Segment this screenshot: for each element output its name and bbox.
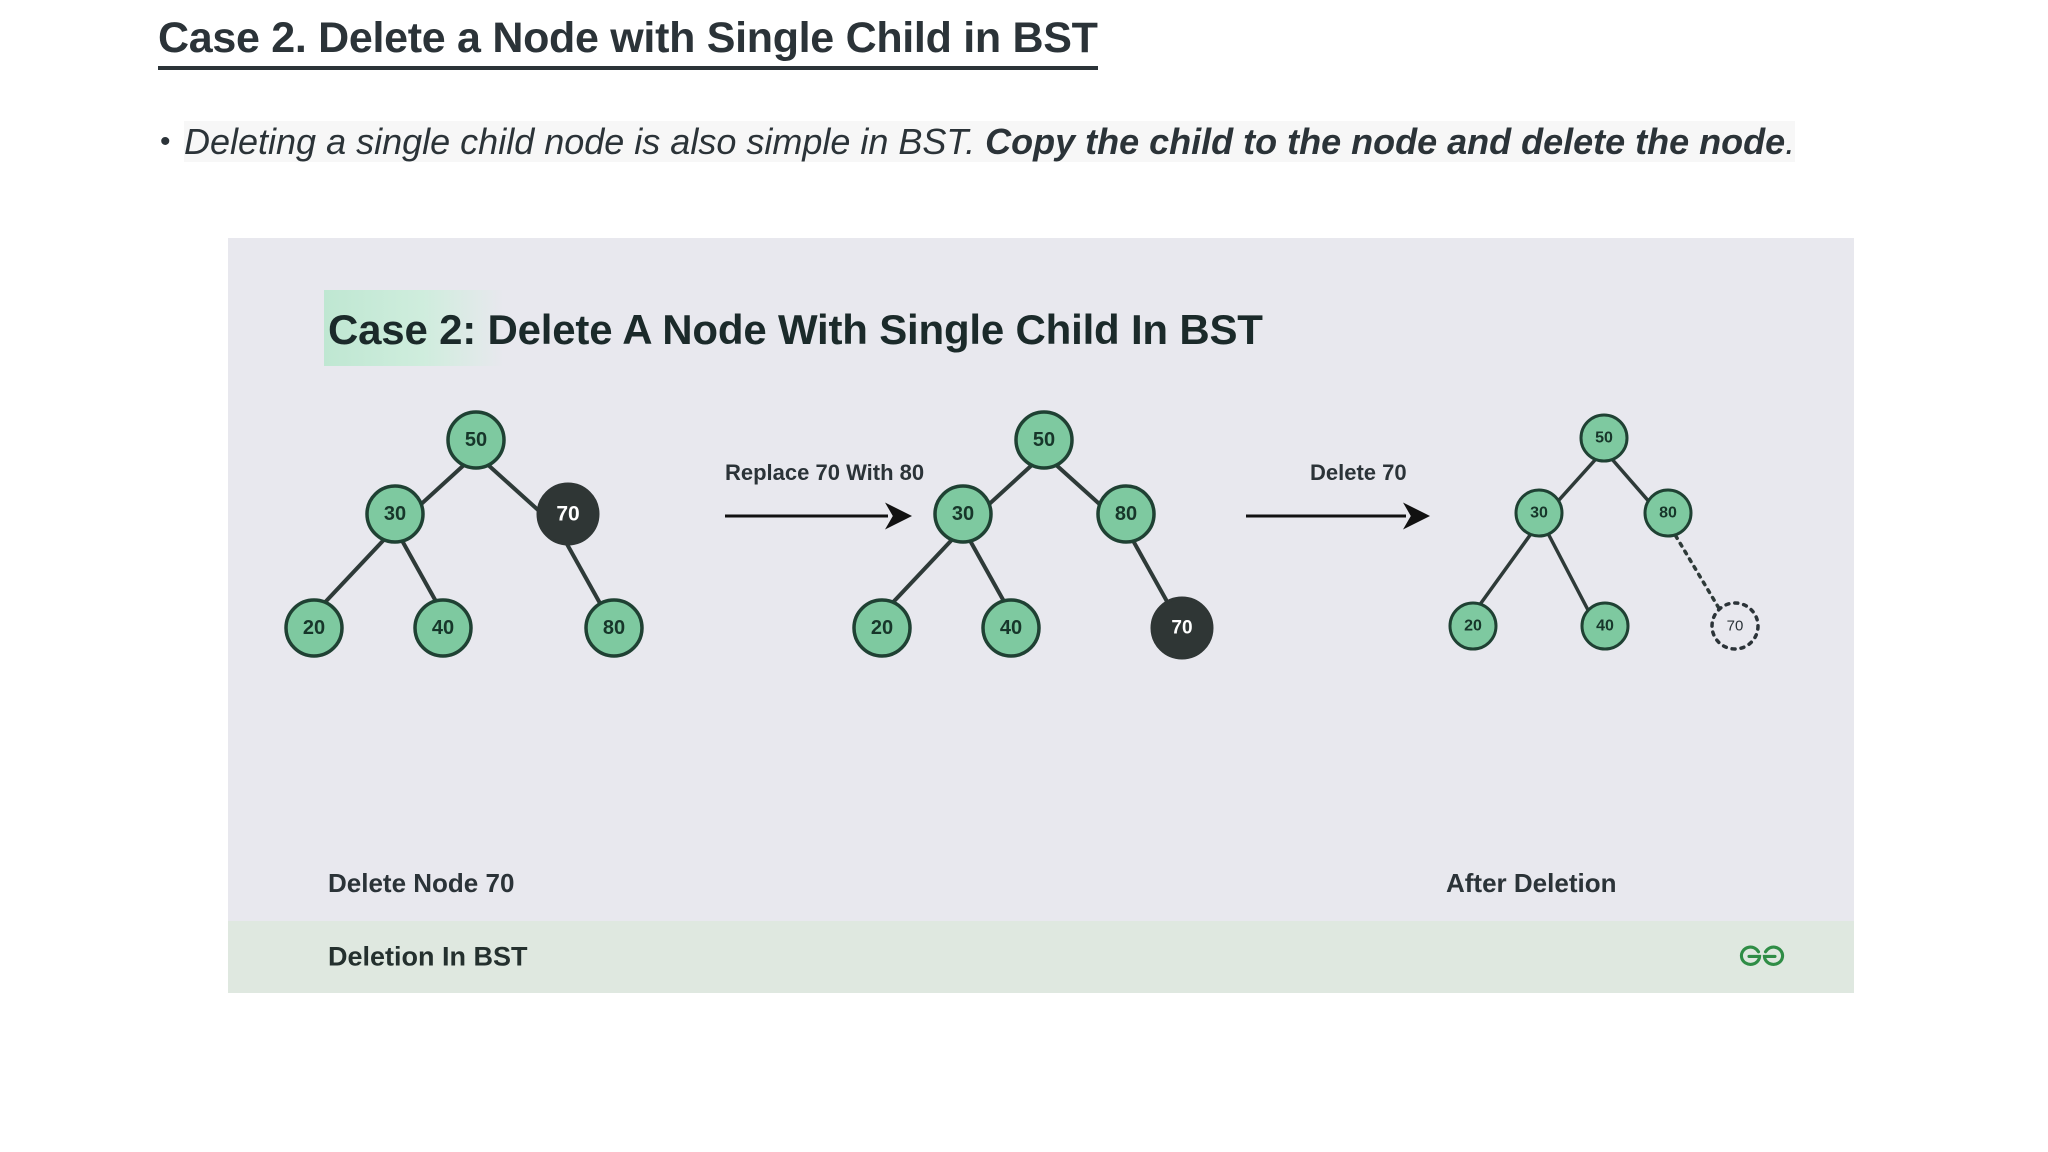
tree2-node-50: 50 (1014, 410, 1074, 470)
arrow-label-delete: Delete 70 (1310, 460, 1407, 485)
tree-node-50: 50 (446, 410, 506, 470)
tree2-node-70-label: 70 (1171, 618, 1192, 639)
tree2-node-70-highlighted: 70 (1150, 596, 1214, 660)
tree-node-80-label: 80 (603, 617, 625, 639)
tree-node-20-label: 20 (303, 617, 325, 639)
tree3-node-80: 80 (1643, 488, 1693, 538)
tree-before: 50 30 70 20 40 (284, 410, 644, 658)
tree2-node-20-label: 20 (871, 617, 893, 639)
tree2-node-40-label: 40 (1000, 617, 1022, 639)
list-item: • Deleting a single child node is also s… (158, 116, 1918, 168)
tree-after-delete: 50 30 80 20 40 (1448, 413, 1760, 651)
tree3-node-70-deleted: 70 (1710, 601, 1760, 651)
caption-after-deletion: After Deletion (1446, 868, 1617, 898)
tree3-node-30-label: 30 (1530, 505, 1548, 522)
tree-node-70-label: 70 (556, 503, 579, 526)
tree-node-20: 20 (284, 598, 344, 658)
tree3-node-50: 50 (1579, 413, 1629, 463)
tree2-node-80: 80 (1096, 484, 1156, 544)
infographic-title: Case 2: Delete A Node With Single Child … (328, 306, 1263, 353)
page-title-text: Case 2. Delete a Node with Single Child … (158, 14, 1098, 70)
bullet-list: • Deleting a single child node is also s… (158, 116, 1918, 168)
bullet-text-normal-2: . (1785, 121, 1796, 162)
tree-after-copy: 50 30 80 20 40 (852, 410, 1214, 660)
edge3-80-70-dotted (1669, 526, 1722, 612)
footer-label: Deletion In BST (328, 941, 528, 972)
infographic-panel: Case 2: Delete A Node With Single Child … (228, 238, 1854, 993)
arrow-label-replace: Replace 70 With 80 (725, 460, 924, 485)
bullet-text-normal-1: Deleting a single child node is also sim… (184, 121, 986, 162)
tree-node-30: 30 (365, 484, 425, 544)
tree3-node-70-label: 70 (1727, 618, 1744, 635)
tree2-node-80-label: 80 (1115, 503, 1137, 525)
tree3-node-20: 20 (1448, 601, 1498, 651)
arrow-delete: Delete 70 (1246, 460, 1430, 530)
tree-node-40: 40 (413, 598, 473, 658)
bullet-text: Deleting a single child node is also sim… (184, 116, 1796, 168)
tree-node-30-label: 30 (384, 503, 406, 525)
tree2-node-50-label: 50 (1033, 429, 1055, 451)
tree3-node-30: 30 (1514, 488, 1564, 538)
page-title: Case 2. Delete a Node with Single Child … (158, 14, 1098, 70)
tree2-node-30-label: 30 (952, 503, 974, 525)
bst-diagram-svg: 50 30 70 20 40 (284, 410, 1760, 660)
tree3-node-40-label: 40 (1596, 618, 1614, 635)
title-highlight (324, 290, 504, 366)
tree3-node-80-label: 80 (1659, 505, 1677, 522)
edge2-30-20 (880, 526, 965, 616)
tree-node-70-highlighted: 70 (536, 482, 600, 546)
arrow-replace: Replace 70 With 80 (725, 460, 924, 530)
tree2-node-40: 40 (981, 598, 1041, 658)
caption-delete-node: Delete Node 70 (328, 868, 515, 898)
bst-diagram: 50 30 70 20 40 (228, 388, 1854, 828)
tree3-node-20-label: 20 (1464, 618, 1482, 635)
bullet-marker: • (160, 125, 171, 158)
tree2-node-30: 30 (933, 484, 993, 544)
tree3-node-40: 40 (1580, 601, 1630, 651)
edge-30-20 (312, 526, 397, 616)
tree-node-80: 80 (584, 598, 644, 658)
tree-node-40-label: 40 (432, 617, 454, 639)
bullet-text-bold: Copy the child to the node and delete th… (985, 121, 1786, 162)
geeksforgeeks-logo-icon (1739, 945, 1785, 966)
tree-node-50-label: 50 (465, 429, 487, 451)
tree2-node-20: 20 (852, 598, 912, 658)
footer-bar: Deletion In BST (228, 921, 1854, 993)
tree3-node-50-label: 50 (1595, 430, 1613, 447)
